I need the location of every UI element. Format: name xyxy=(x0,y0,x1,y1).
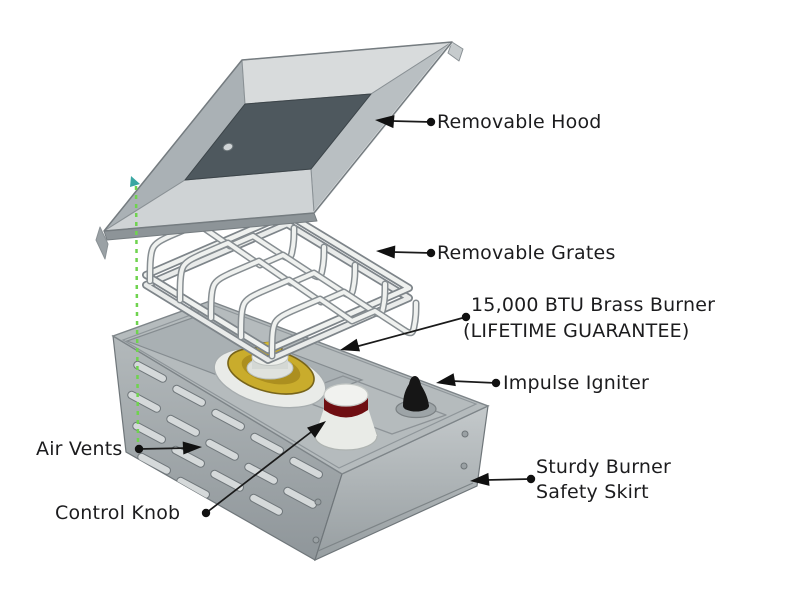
arrowheads xyxy=(182,115,490,486)
label-brass-burner-line1: 15,000 BTU Brass Burner xyxy=(471,294,716,316)
arrow-knob-icon xyxy=(307,421,326,438)
arrow-airvents-icon xyxy=(182,441,202,455)
arrow-skirt-icon xyxy=(470,472,490,486)
alignment-guide xyxy=(130,176,140,445)
arrow-grates-icon xyxy=(376,245,396,259)
label-safety-skirt-line1: Sturdy Burner xyxy=(536,456,672,478)
label-safety-skirt-line2: Safety Skirt xyxy=(536,481,649,503)
label-impulse-igniter: Impulse Igniter xyxy=(503,372,650,394)
skirt-lip-line xyxy=(317,482,474,552)
grate-wires xyxy=(146,220,420,360)
arrow-burner-icon xyxy=(340,338,361,352)
label-control-knob: Control Knob xyxy=(55,502,181,524)
guide-teal-tip-icon xyxy=(130,176,140,187)
label-brass-burner-line2: (LIFETIME GUARANTEE) xyxy=(463,320,690,342)
label-removable-hood: Removable Hood xyxy=(437,111,602,133)
impulse-igniter[interactable] xyxy=(395,376,437,419)
knob-top xyxy=(323,383,369,407)
label-brass-burner: 15,000 BTU Brass Burner (LIFETIME GUARAN… xyxy=(463,292,715,344)
screw-dots xyxy=(312,430,469,544)
control-knob[interactable] xyxy=(314,383,378,451)
arrow-igniter-icon xyxy=(436,373,456,387)
removable-hood xyxy=(95,41,464,260)
brass-burner xyxy=(213,341,327,409)
air-vent-slots xyxy=(127,360,323,516)
label-safety-skirt: Sturdy Burner Safety Skirt xyxy=(536,455,671,505)
hood-inner-panel xyxy=(184,93,372,181)
leader-lines xyxy=(138,120,532,514)
removable-grates xyxy=(142,210,420,364)
label-air-vents: Air Vents xyxy=(36,438,123,460)
arrow-hood-icon xyxy=(375,115,395,129)
label-removable-grates: Removable Grates xyxy=(437,242,616,264)
plate-rim-line xyxy=(121,305,478,469)
leader-dots xyxy=(134,117,536,518)
hood-handle-hole xyxy=(222,142,234,152)
burner-box xyxy=(111,300,490,562)
